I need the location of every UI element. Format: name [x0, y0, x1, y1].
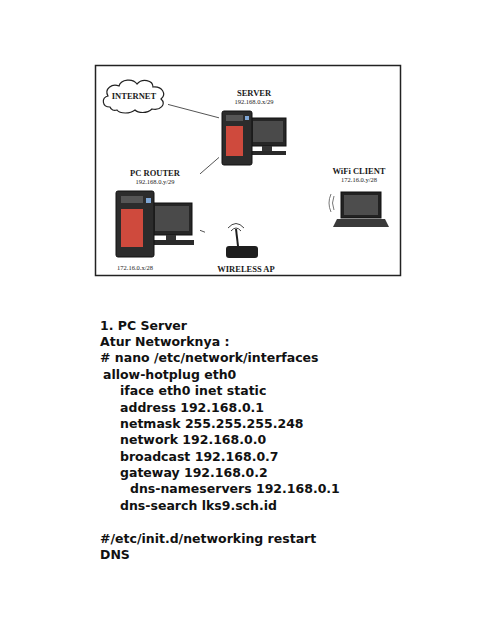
diagram-frame [96, 66, 401, 276]
client-node: WiFi CLIENT172.16.0.y/28 [325, 166, 393, 228]
doc-line: Atur Networknya : [100, 334, 229, 349]
network-link [200, 230, 205, 232]
section-heading: 1. PC Server [100, 318, 187, 333]
cloud-outline [103, 80, 163, 113]
server-node: SERVER192.168.0.x/29 [219, 88, 289, 166]
ap-node: WIRELESS AP [205, 222, 287, 274]
config-line: gateway 192.168.0.2 [120, 465, 268, 480]
server-computer [222, 111, 286, 165]
config-line: broadcast 192.168.0.7 [120, 449, 279, 464]
config-line: address 192.168.0.1 [120, 400, 264, 415]
node-title: WIRELESS AP [217, 264, 274, 274]
command-line: # nano /etc/network/interfaces [100, 350, 319, 365]
link-line [200, 157, 219, 174]
network-link [200, 157, 219, 174]
cloud-node: INTERNET [100, 77, 168, 114]
config-line: dns-search lks9.sch.id [120, 498, 277, 513]
ip-label: 172.16.0.x/28 [117, 264, 153, 272]
config-line: netmask 255.255.255.248 [120, 416, 304, 431]
section-heading: DNS [100, 547, 130, 562]
node-title: INTERNET [112, 91, 156, 101]
network-link [168, 104, 219, 117]
command-line: #/etc/init.d/networking restart [100, 531, 316, 546]
node-title: SERVER [237, 88, 271, 98]
router-computer [116, 191, 194, 257]
config-line: allow-hotplug eth0 [103, 367, 236, 382]
ip-address: 192.168.0.x/29 [234, 98, 273, 106]
node-title: WiFi CLIENT [333, 166, 386, 176]
laptop-computer [329, 192, 389, 227]
config-line: network 192.168.0.0 [120, 432, 266, 447]
config-line: iface eth0 inet static [120, 383, 266, 398]
node-title: PC ROUTER [130, 168, 180, 178]
link-line [168, 104, 219, 117]
ip-address: 192.168.0.y/29 [135, 178, 174, 186]
config-line: dns-nameservers 192.168.0.1 [130, 481, 340, 496]
link-line [200, 230, 205, 232]
router-node: PC ROUTER192.168.0.y/29 [110, 168, 200, 258]
ip-address: 172.16.0.y/28 [341, 176, 377, 184]
access-point [226, 224, 258, 259]
